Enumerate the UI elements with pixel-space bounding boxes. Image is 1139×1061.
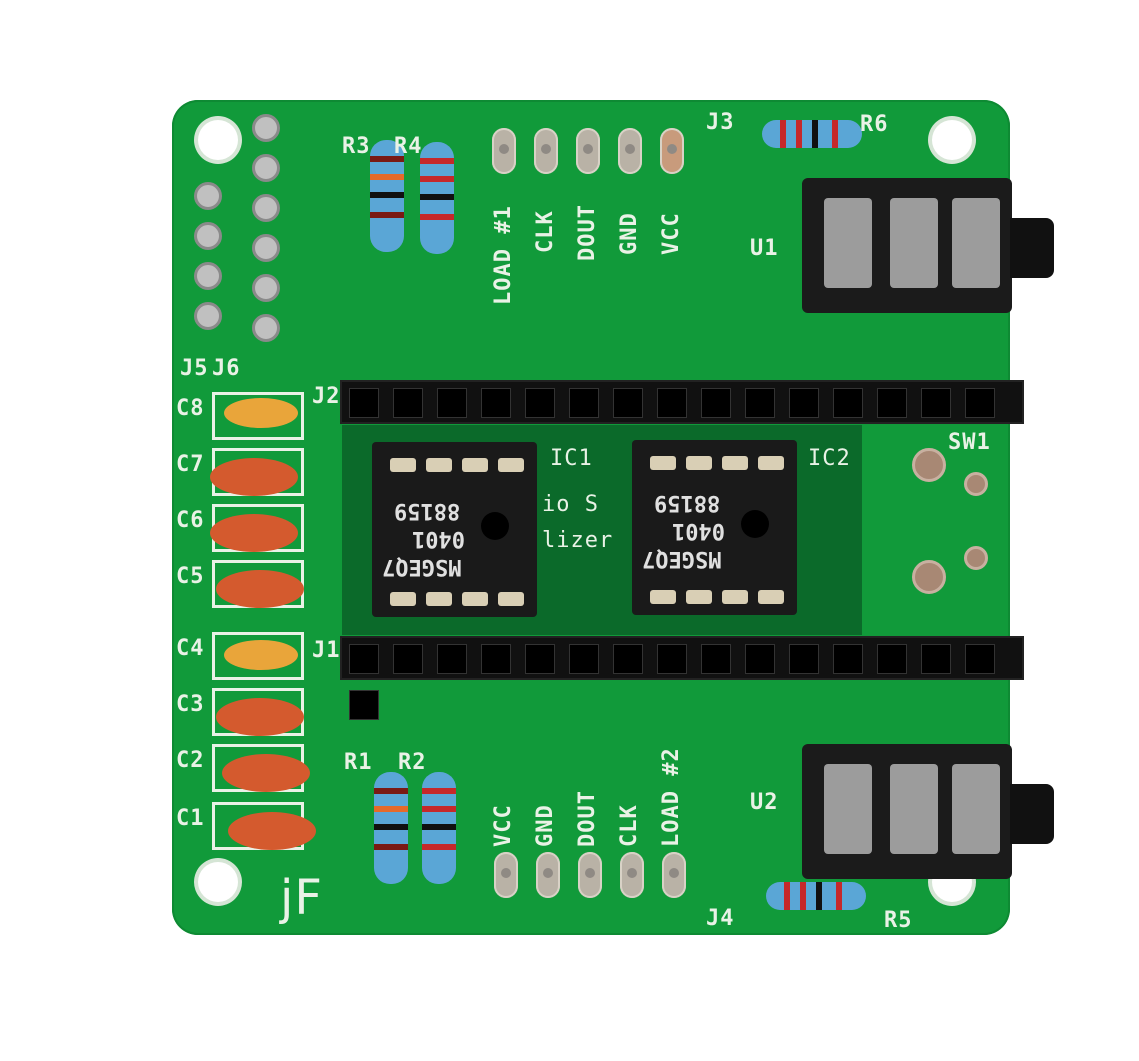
- label-r5: R5: [884, 908, 913, 933]
- label-r4: R4: [394, 134, 423, 159]
- resistor-r5: [766, 882, 866, 910]
- label-j4-vcc: VCC: [491, 804, 516, 847]
- label-j4-clk: CLK: [617, 804, 642, 847]
- pad-dout: [578, 852, 602, 898]
- resistor-r6: [762, 120, 862, 148]
- pad-vcc: [660, 128, 684, 174]
- ic1-chip: 88159 0401 MSGEQ7: [372, 442, 537, 617]
- label-c8: C8: [176, 396, 205, 421]
- label-r3: R3: [342, 134, 371, 159]
- label-j4-dout: DOUT: [575, 790, 600, 847]
- pad-clk: [534, 128, 558, 174]
- resistor-r4: [420, 142, 454, 254]
- label-j3: J3: [706, 110, 735, 135]
- capacitor-c2: [222, 754, 310, 792]
- label-u2: U2: [750, 790, 779, 815]
- pad-clk: [620, 852, 644, 898]
- label-j3-vcc: VCC: [659, 212, 684, 255]
- capacitor-c6: [210, 514, 298, 552]
- audio-jack-u1: [802, 178, 1054, 313]
- label-c3: C3: [176, 692, 205, 717]
- ic1-marking-1: 88159: [394, 498, 461, 523]
- label-j6: J6: [212, 356, 241, 381]
- resistor-r2: [422, 772, 456, 884]
- label-j3-dout: DOUT: [575, 204, 600, 261]
- mounting-hole: [198, 120, 238, 160]
- ic2-marking-3: MSGEQ7: [642, 546, 722, 571]
- label-c7: C7: [176, 452, 205, 477]
- pad-gnd: [618, 128, 642, 174]
- pad-dout: [576, 128, 600, 174]
- label-r2: R2: [398, 750, 427, 775]
- text-partial-1: io S: [542, 492, 599, 517]
- label-c1: C1: [176, 806, 205, 831]
- text-partial-2: lizer: [542, 528, 614, 553]
- label-c5: C5: [176, 564, 205, 589]
- ic2-chip: 88159 0401 MSGEQ7: [632, 440, 797, 615]
- logo-jf: jF: [280, 870, 323, 926]
- label-j3-gnd: GND: [617, 212, 642, 255]
- header-j2: [340, 380, 1024, 464]
- pad-load1: [492, 128, 516, 174]
- capacitor-c3: [216, 698, 304, 736]
- label-j1: J1: [312, 638, 341, 663]
- pad-vcc: [494, 852, 518, 898]
- capacitor-c4: [224, 640, 298, 670]
- label-c4: C4: [176, 636, 205, 661]
- label-j3-clk: CLK: [533, 210, 558, 253]
- pad-gnd: [536, 852, 560, 898]
- resistor-r1: [374, 772, 408, 884]
- label-j4-load2: LOAD #2: [659, 747, 684, 847]
- pad-load2: [662, 852, 686, 898]
- label-c2: C2: [176, 748, 205, 773]
- label-r1: R1: [344, 750, 373, 775]
- capacitor-c5: [216, 570, 304, 608]
- pcb-board: J5 J6 R3 R4 LOAD #1 CLK DOUT GND VCC J3 …: [172, 100, 1054, 935]
- label-j4: J4: [706, 906, 735, 931]
- ic2-marking-1: 88159: [654, 490, 721, 515]
- capacitor-c1: [228, 812, 316, 850]
- resistor-r3: [370, 140, 404, 252]
- label-j4-gnd: GND: [533, 804, 558, 847]
- mounting-hole: [198, 862, 238, 902]
- label-sw1: SW1: [948, 430, 991, 455]
- label-j5: J5: [180, 356, 209, 381]
- label-j3-load1: LOAD #1: [491, 205, 516, 305]
- label-r6: R6: [860, 112, 889, 137]
- ic1-marking-3: MSGEQ7: [382, 554, 462, 579]
- capacitor-c8: [224, 398, 298, 428]
- label-ic2: IC2: [808, 446, 851, 471]
- capacitor-c7: [210, 458, 298, 496]
- label-ic1: IC1: [550, 446, 593, 471]
- mounting-hole: [932, 120, 972, 160]
- label-u1: U1: [750, 236, 779, 261]
- label-j2: J2: [312, 384, 341, 409]
- header-j1: [340, 636, 1024, 720]
- ic1-marking-2: 0401: [412, 526, 465, 551]
- audio-jack-u2: [802, 744, 1054, 879]
- label-c6: C6: [176, 508, 205, 533]
- ic2-marking-2: 0401: [672, 518, 725, 543]
